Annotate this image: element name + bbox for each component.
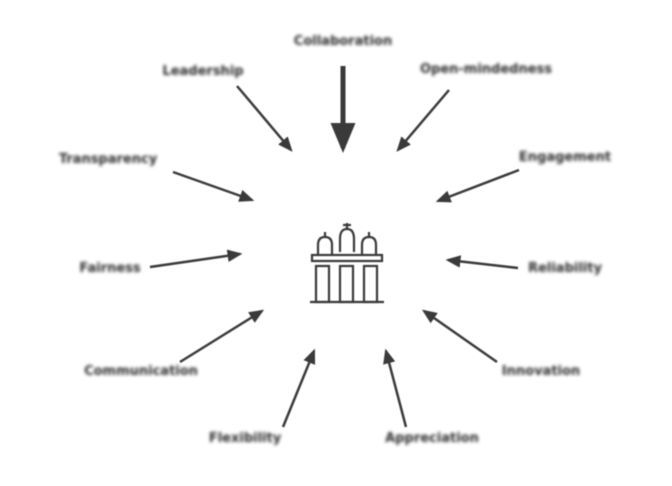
node-label-right-middle: Reliability [528, 261, 602, 276]
arrow-left-middle [149, 249, 243, 269]
arrow-bottom-right [383, 348, 408, 428]
arrow-top-left [236, 85, 293, 152]
node-label-top-right: Open-mindedness [419, 62, 553, 77]
arrow-left-lower [179, 309, 265, 364]
arrow-right-middle [445, 255, 519, 270]
arrow-lines [149, 66, 520, 428]
node-label-left-middle: Fairness [79, 261, 141, 276]
node-label-right-lower: Innovation [501, 364, 581, 379]
arrow-left-upper [172, 170, 255, 202]
node-label-top-left: Leadership [162, 64, 244, 79]
node-label-left-lower: Communication [84, 364, 198, 379]
node-label-bottom-right: Appreciation [385, 431, 479, 446]
node-label-left-upper: Transparency [58, 152, 158, 167]
arrow-top-right [396, 89, 450, 152]
node-label-right-upper: Engagement [518, 150, 612, 165]
arrow-bottom-left [281, 348, 316, 428]
arrow-right-upper [435, 168, 520, 203]
node-label-top-center: Collaboration [293, 34, 393, 49]
node-label-bottom-left: Flexibility [208, 431, 282, 446]
arrow-right-lower [421, 309, 498, 364]
castle-emblem-icon [310, 223, 384, 304]
